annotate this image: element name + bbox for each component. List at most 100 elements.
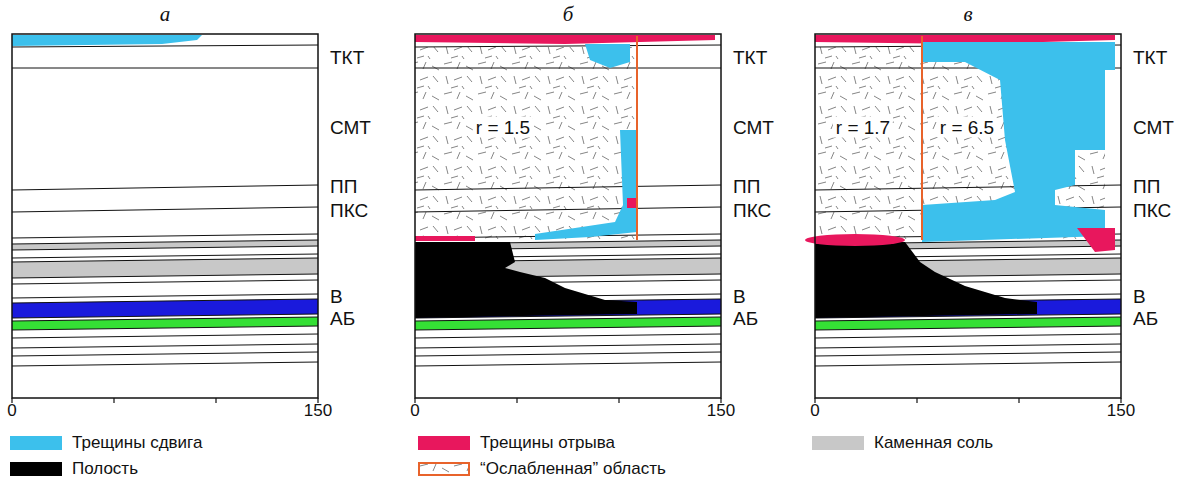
legend-item: Каменная соль <box>812 433 993 453</box>
layer-boundary <box>12 258 318 262</box>
cavity <box>415 242 637 318</box>
panel-frame <box>815 34 1121 398</box>
layer-boundary <box>12 334 318 338</box>
layer-band <box>415 317 721 330</box>
layer-boundary <box>415 352 721 356</box>
axis-tick <box>215 398 216 403</box>
legend-hatch-swatch <box>418 462 470 476</box>
layer-name: ПКС <box>733 201 771 220</box>
tensile-cracks <box>415 236 475 241</box>
axis-value: 150 <box>304 402 332 419</box>
layer-name: В <box>330 287 343 306</box>
layer-boundary <box>815 344 1121 348</box>
layer-boundary <box>815 362 1121 366</box>
legend-text: Трещины отрыва <box>480 433 615 453</box>
layer-boundary <box>415 68 721 69</box>
zone-boundary <box>921 36 923 240</box>
legend-swatch <box>10 436 62 450</box>
layer-name: АБ <box>733 309 758 328</box>
panel-letter: б <box>563 4 574 25</box>
legend-item: Трещины отрыва <box>418 433 615 453</box>
axis-value: 150 <box>1107 402 1135 419</box>
layer-boundary <box>815 334 1121 338</box>
layer-boundary <box>12 254 318 258</box>
ratio-label: r = 1.5 <box>473 117 533 138</box>
layer-name: В <box>1133 287 1146 306</box>
layer-boundary <box>12 299 318 303</box>
legend-item: “Ослабленная” область <box>418 459 666 479</box>
layer-boundary <box>12 317 318 321</box>
layer-boundary <box>12 362 318 366</box>
panel-letter: в <box>963 4 972 25</box>
layer-name: СМТ <box>330 118 371 137</box>
layer-boundary <box>12 246 318 250</box>
axis-value: 0 <box>410 402 419 419</box>
layer-boundary <box>415 344 721 348</box>
layer-name: ПКС <box>330 201 368 220</box>
tensile-cracks <box>627 198 637 208</box>
legend-swatch <box>10 462 62 476</box>
panel-frame <box>415 34 721 398</box>
axis-value: 0 <box>7 402 16 419</box>
axis-tick <box>516 398 517 403</box>
cavity <box>815 242 1037 318</box>
layer-boundary <box>12 185 318 190</box>
layer-name: СМТ <box>733 118 774 137</box>
layer-boundary <box>415 207 721 212</box>
tensile-cracks <box>805 234 905 246</box>
shear-cracks <box>12 35 202 46</box>
tensile-cracks <box>415 35 715 44</box>
layer-boundary <box>415 334 721 338</box>
layer-name: В <box>733 287 746 306</box>
layer-boundary <box>12 352 318 356</box>
axis-value: 150 <box>707 402 735 419</box>
legend-text: Каменная соль <box>874 433 993 453</box>
layer-name: ТКТ <box>330 48 364 67</box>
layer-boundary <box>815 185 1121 190</box>
shear-cracks <box>535 130 637 240</box>
ratio-label: r = 1.7 <box>833 117 893 138</box>
layer-boundary <box>815 326 1121 330</box>
layer-band <box>12 240 318 250</box>
layer-boundary <box>415 317 721 321</box>
layer-name: СМТ <box>1133 118 1174 137</box>
layer-boundary <box>12 326 318 330</box>
layer-boundary <box>415 185 721 190</box>
shear-cracks <box>922 42 1115 242</box>
legend-swatch <box>812 436 864 450</box>
zone-boundary <box>636 36 638 240</box>
layer-boundary <box>12 294 318 298</box>
axis-tick <box>618 398 619 403</box>
layer-boundary <box>415 45 721 47</box>
panel-frame <box>12 34 318 398</box>
layer-name: ПП <box>1133 177 1160 196</box>
layer-boundary <box>12 207 318 212</box>
layer-name: ПП <box>733 177 760 196</box>
layer-boundary <box>815 317 1121 321</box>
layer-boundary <box>12 68 318 69</box>
axis-tick <box>113 398 114 403</box>
layer-band <box>12 317 318 330</box>
layer-boundary <box>12 274 318 278</box>
layer-band <box>12 258 318 278</box>
layer-name: АБ <box>330 309 355 328</box>
layer-boundary <box>12 240 318 244</box>
layer-boundary <box>12 234 318 238</box>
layer-boundary <box>12 344 318 348</box>
axis-value: 0 <box>810 402 819 419</box>
layer-boundary <box>12 280 318 284</box>
layer-name: АБ <box>1133 309 1158 328</box>
layer-name: ТКТ <box>733 48 767 67</box>
layer-boundary <box>415 362 721 366</box>
tensile-cracks <box>1077 228 1115 252</box>
legend-item: Полость <box>10 459 138 479</box>
hatch-sample <box>418 462 470 476</box>
panel-letter: а <box>160 4 171 25</box>
layer-boundary <box>415 326 721 330</box>
axis-tick <box>916 398 917 403</box>
legend-text: “Ослабленная” область <box>480 459 666 479</box>
ratio-label: r = 6.5 <box>937 117 997 138</box>
legend-item: Трещины сдвига <box>10 433 202 453</box>
legend-text: Трещины сдвига <box>72 433 202 453</box>
